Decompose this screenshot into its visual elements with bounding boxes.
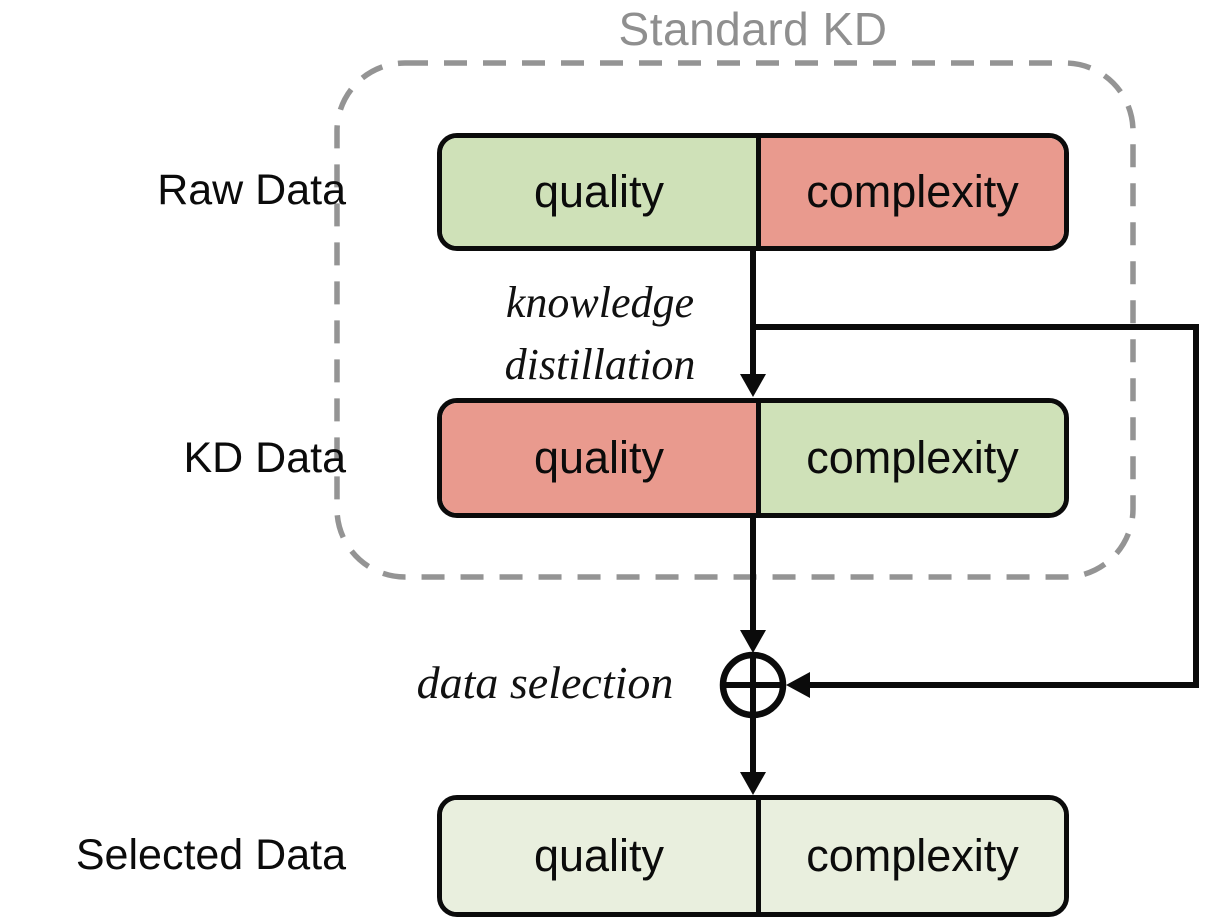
diagram-title: Standard KD xyxy=(618,3,888,55)
selected-quality-cell: quality xyxy=(442,800,761,912)
kd-quality-cell: quality xyxy=(442,403,761,513)
raw-bypass-connector xyxy=(753,324,1199,688)
knowledge-distillation-line1: knowledge xyxy=(505,278,695,327)
raw-data-box: quality complexity xyxy=(437,133,1069,251)
raw-complexity-cell: complexity xyxy=(761,138,1064,246)
kd-data-label: KD Data xyxy=(183,434,346,482)
raw-quality-cell: quality xyxy=(442,138,761,246)
data-selection-node-icon xyxy=(719,651,787,719)
kd-data-box: quality complexity xyxy=(437,398,1069,518)
selected-data-box: quality complexity xyxy=(437,795,1069,917)
standard-kd-boundary xyxy=(334,60,1136,580)
bypass-arrowhead-icon xyxy=(786,672,810,698)
output-arrowhead-icon xyxy=(740,772,766,795)
kd-complexity-cell: complexity xyxy=(761,403,1064,513)
selected-data-label: Selected Data xyxy=(75,831,346,879)
selection-arrowhead-icon xyxy=(740,630,766,653)
selected-complexity-cell: complexity xyxy=(761,800,1064,912)
knowledge-distillation-line2: distillation xyxy=(504,340,696,389)
kd-arrowhead-icon xyxy=(740,374,766,397)
data-selection-label: data selection xyxy=(416,657,674,708)
knowledge-distillation-label: knowledge distillation xyxy=(420,272,780,396)
raw-data-label: Raw Data xyxy=(157,166,346,214)
